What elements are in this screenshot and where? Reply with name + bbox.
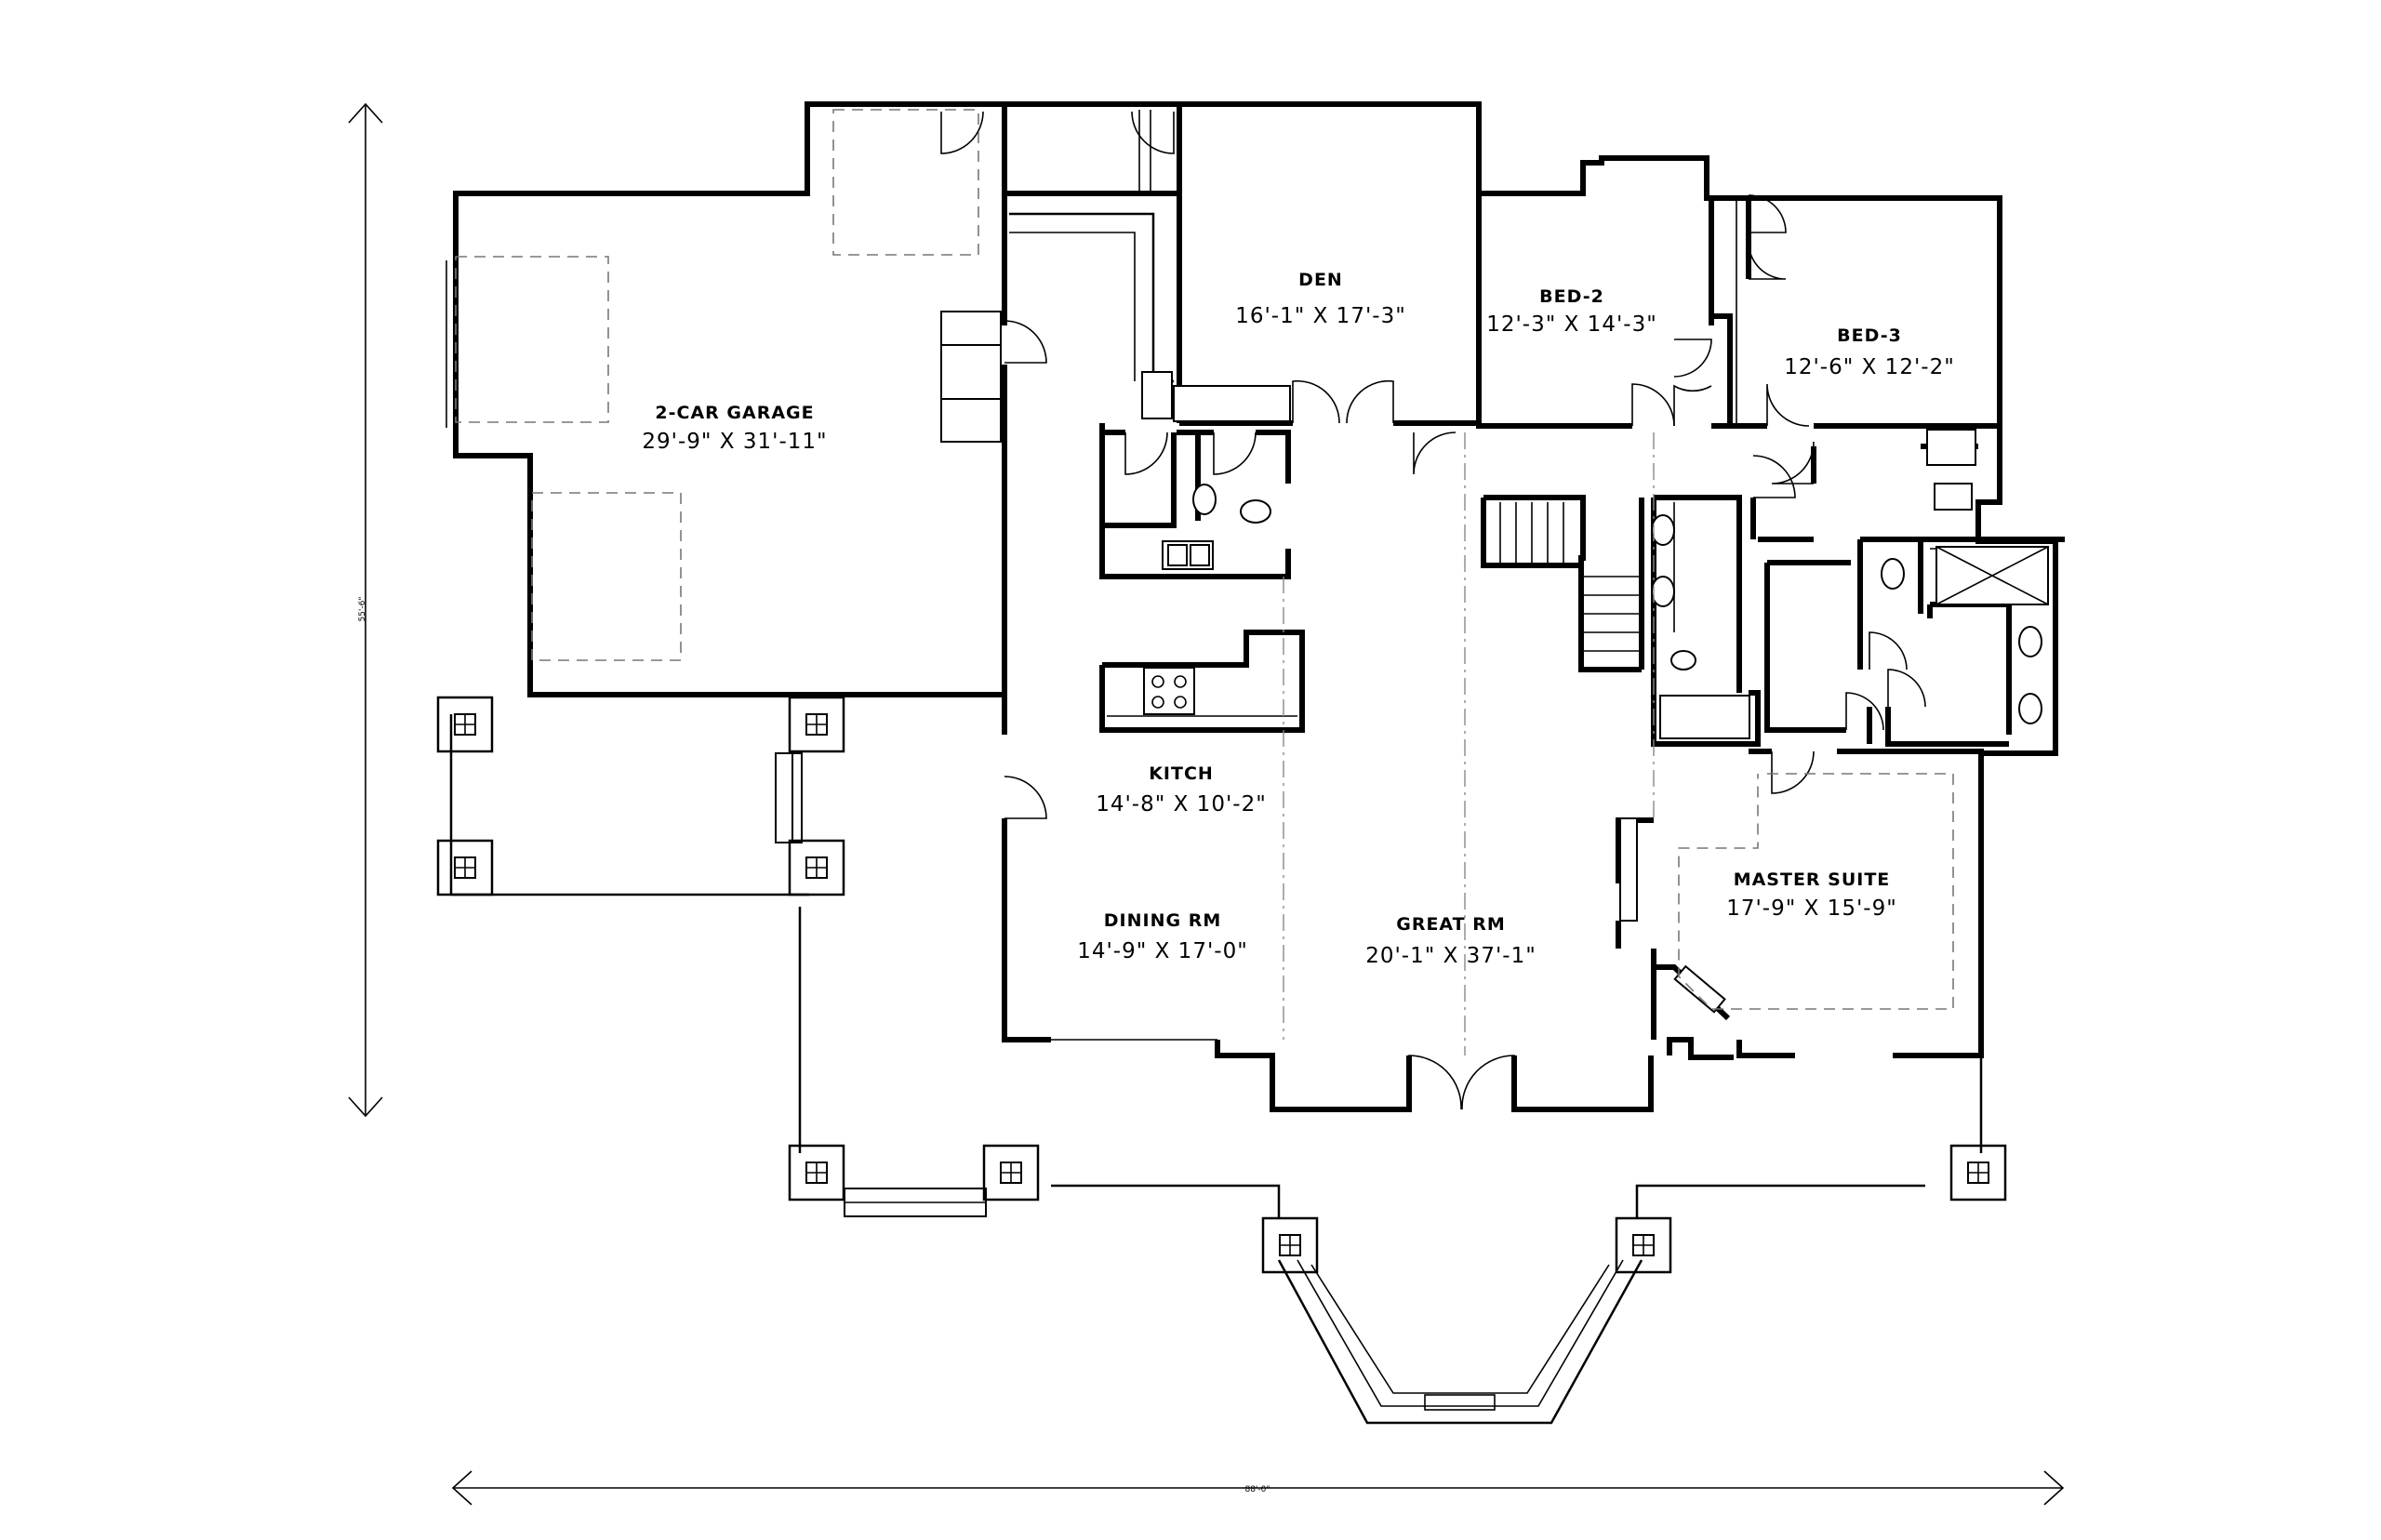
overall-depth-label: 55'-6" xyxy=(358,596,367,621)
den-size: 16'-1" X 17'-3" xyxy=(1235,304,1406,328)
kitchen-name: KITCH xyxy=(1149,763,1214,784)
garage xyxy=(446,101,1007,697)
garage-size: 29'-9" X 31'-11" xyxy=(642,430,827,454)
bed2-name: BED-2 xyxy=(1539,286,1604,307)
doors xyxy=(940,111,1926,1110)
bay-porch xyxy=(1277,1259,1643,1425)
bed3-name: BED-3 xyxy=(1837,325,1902,346)
kitchen-size: 14'-8" X 10'-2" xyxy=(1096,792,1267,816)
overall-width-label: 88'-0" xyxy=(1244,1485,1270,1494)
bed3-size: 12'-6" X 12'-2" xyxy=(1784,355,1955,379)
columns xyxy=(436,696,2007,1274)
bed2-size: 12'-3" X 14'-3" xyxy=(1486,312,1657,337)
dining-name: DINING RM xyxy=(1104,910,1221,931)
dining-size: 14'-9" X 17'-0" xyxy=(1077,939,1248,963)
side-porch xyxy=(449,714,809,896)
great-room-size: 20'-1" X 37'-1" xyxy=(1365,944,1536,968)
great-room-name: GREAT RM xyxy=(1396,914,1506,935)
fixtures xyxy=(1143,429,2049,724)
room-labels: 2-CAR GARAGE 29'-9" X 31'-11" DEN 16'-1"… xyxy=(642,270,1955,968)
den-name: DEN xyxy=(1298,270,1343,290)
dimension-horizontal: 88'-0" xyxy=(451,1470,2065,1506)
dimension-vertical: 55'-6" xyxy=(348,102,383,1118)
master-suite-name: MASTER SUITE xyxy=(1734,870,1891,890)
reference-lines xyxy=(1051,432,1954,1055)
garage-name: 2-CAR GARAGE xyxy=(655,403,814,423)
master-suite-size: 17'-9" X 15'-9" xyxy=(1726,896,1897,921)
